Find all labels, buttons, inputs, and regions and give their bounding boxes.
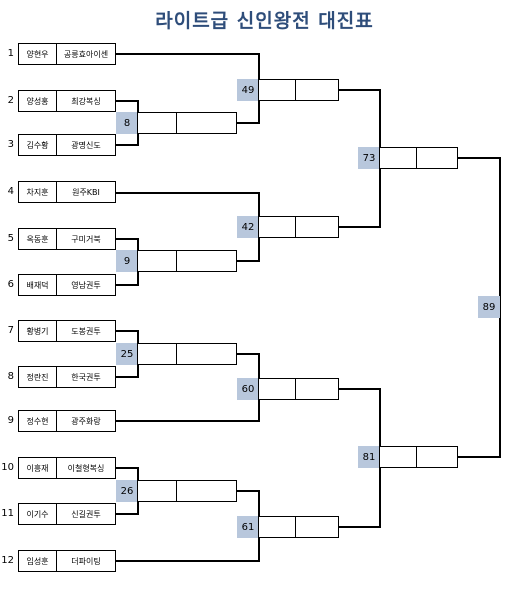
seed-number: 7 — [7, 325, 14, 336]
result-box — [258, 378, 296, 400]
seed-number: 1 — [7, 48, 14, 59]
entrant-row: 정란진 한국권투 — [18, 366, 116, 388]
result-box — [258, 516, 296, 538]
connector-89 — [458, 157, 501, 458]
entrant-name: 임성훈 — [19, 551, 57, 571]
match-number: 9 — [116, 250, 138, 272]
match-number: 8 — [116, 112, 138, 134]
result-box — [176, 112, 237, 134]
result-box — [137, 112, 177, 134]
match-number: 61 — [237, 516, 259, 538]
match-number: 81 — [358, 446, 380, 468]
result-box — [137, 343, 177, 365]
seed-number: 9 — [7, 415, 14, 426]
match-number: 60 — [237, 378, 259, 400]
entrant-row: 차지훈 원주KBI — [18, 181, 116, 203]
match-73: 73 — [358, 147, 458, 169]
match-number: 49 — [237, 79, 259, 101]
entrant-name: 정란진 — [19, 367, 57, 387]
seed-number: 8 — [7, 371, 14, 382]
match-81: 81 — [358, 446, 458, 468]
result-box — [176, 250, 237, 272]
match-89: 89 — [478, 296, 500, 318]
entrant-row: 배재덕 영남권투 — [18, 274, 116, 296]
seed-number: 12 — [1, 555, 14, 566]
result-box — [176, 480, 237, 502]
entrant-team: 도봉권투 — [71, 326, 101, 336]
match-42: 42 — [237, 216, 339, 238]
result-box — [137, 250, 177, 272]
entrant-name: 이흥재 — [19, 458, 57, 478]
seed-number: 10 — [1, 462, 14, 473]
entrant-row: 양현우 공릉효아이센 — [18, 43, 116, 65]
match-number: 25 — [116, 343, 138, 365]
match-number: 26 — [116, 480, 138, 502]
entrant-row: 이흥재 이철형복싱 — [18, 457, 116, 479]
result-box — [137, 480, 177, 502]
entrant-name: 배재덕 — [19, 275, 57, 295]
match-49: 49 — [237, 79, 339, 101]
seed-number: 11 — [1, 508, 14, 519]
entrant-team: 영남권투 — [71, 280, 101, 290]
seed-number: 6 — [7, 279, 14, 290]
entrant-team: 광주화랑 — [71, 416, 101, 426]
match-25: 25 — [116, 343, 237, 365]
seed-number: 4 — [7, 186, 14, 197]
seed-number: 2 — [7, 95, 14, 106]
entrant-team: 원주KBI — [72, 187, 100, 197]
match-60: 60 — [237, 378, 339, 400]
match-8: 8 — [116, 112, 237, 134]
match-9: 9 — [116, 250, 237, 272]
entrant-team: 이철형복싱 — [67, 463, 105, 473]
entrant-row: 김수황 광명신도 — [18, 134, 116, 156]
result-box — [416, 147, 458, 169]
seed-number: 5 — [7, 233, 14, 244]
result-box — [295, 378, 339, 400]
result-box — [379, 147, 417, 169]
result-box — [295, 79, 339, 101]
entrant-name: 옥동훈 — [19, 229, 57, 249]
match-number: 73 — [358, 147, 380, 169]
result-box — [379, 446, 417, 468]
result-box — [258, 216, 296, 238]
result-box — [295, 216, 339, 238]
match-number: 42 — [237, 216, 259, 238]
entrant-row: 황병기 도봉권투 — [18, 320, 116, 342]
entrant-row: 옥동훈 구미거북 — [18, 228, 116, 250]
match-number: 89 — [478, 296, 500, 318]
entrant-team: 구미거북 — [71, 234, 101, 244]
result-box — [416, 446, 458, 468]
entrant-name: 양현우 — [19, 44, 57, 64]
entrant-row: 양성홍 최강복싱 — [18, 90, 116, 112]
result-box — [176, 343, 237, 365]
entrant-name: 양성홍 — [19, 91, 57, 111]
entrant-team: 한국권투 — [71, 372, 101, 382]
entrant-team: 공릉효아이센 — [63, 49, 109, 59]
page-title: 라이트급 신인왕전 대진표 — [155, 10, 374, 32]
seed-number: 3 — [7, 139, 14, 150]
match-61: 61 — [237, 516, 339, 538]
result-box — [295, 516, 339, 538]
entrant-team: 신길권투 — [71, 509, 101, 519]
result-box — [258, 79, 296, 101]
entrant-name: 김수황 — [19, 135, 57, 155]
entrant-name: 황병기 — [19, 321, 57, 341]
entrant-team: 광명신도 — [71, 140, 101, 150]
entrant-row: 정수현 광주화랑 — [18, 410, 116, 432]
entrant-name: 이기수 — [19, 504, 57, 524]
match-26: 26 — [116, 480, 237, 502]
entrant-team: 더파이팅 — [71, 556, 101, 566]
entrant-team: 최강복싱 — [71, 96, 101, 106]
entrant-name: 정수현 — [19, 411, 57, 431]
entrant-row: 이기수 신길권투 — [18, 503, 116, 525]
entrant-row: 임성훈 더파이팅 — [18, 550, 116, 572]
entrant-name: 차지훈 — [19, 182, 57, 202]
